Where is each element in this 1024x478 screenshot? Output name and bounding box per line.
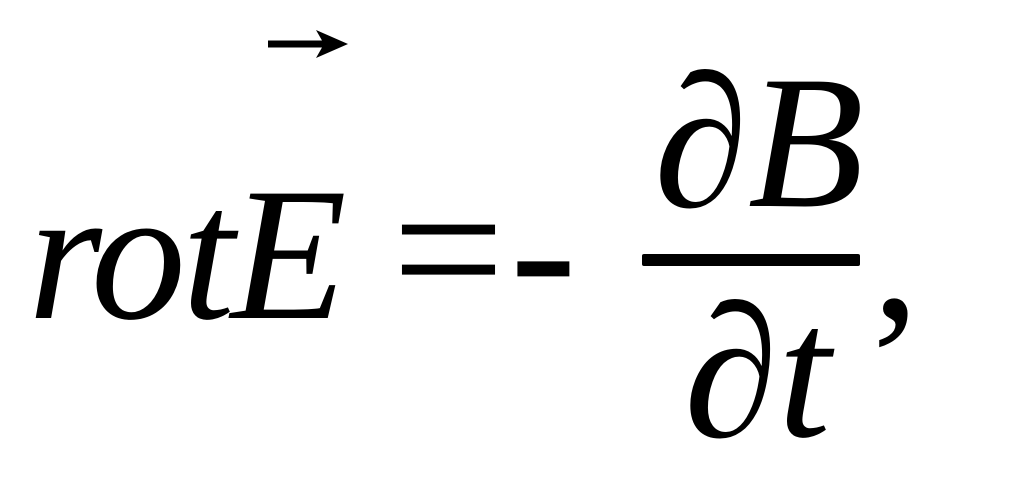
minus-sign: - <box>510 139 577 360</box>
fraction-numerator: ∂B <box>654 38 864 248</box>
trailing-comma: , <box>872 150 920 360</box>
fraction-denominator: ∂t <box>684 268 831 478</box>
formula-lhs: rotE <box>28 150 347 360</box>
vector-arrow-icon <box>268 30 348 58</box>
equals-sign: = <box>392 139 505 360</box>
fraction-bar <box>642 254 860 266</box>
